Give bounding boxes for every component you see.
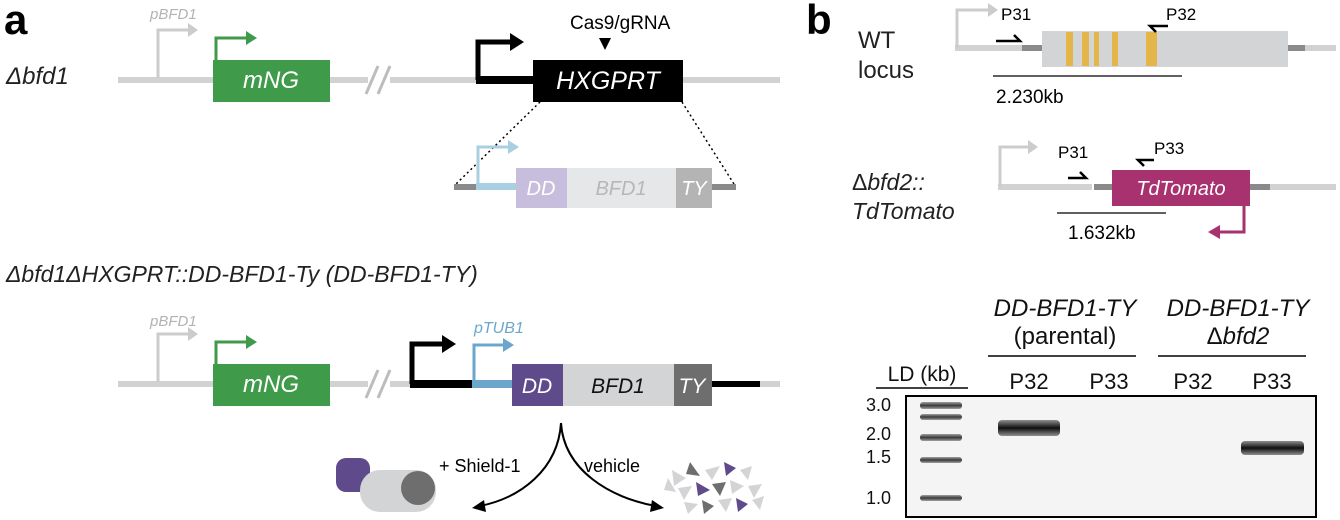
bfd1-label: BFD1: [591, 375, 645, 398]
ladder-mark-3.0: 3.0: [866, 395, 891, 415]
ty-label: TY: [679, 375, 708, 398]
fork-arrow-head-right: [650, 500, 664, 512]
gel-group2-title: DD-BFD1-TY: [1167, 295, 1312, 322]
hxgprt-upstream-segment: [476, 76, 538, 84]
tdtomato-box: [1112, 170, 1250, 206]
pbfd1-label-2: pBFD1: [149, 313, 197, 330]
cas9-cut-marker: [599, 38, 611, 50]
ladder-header: LD (kb): [888, 363, 957, 386]
wt-p32-label: P32: [1166, 5, 1196, 24]
wt-locus: [955, 3, 1336, 67]
cas9-grna-label: Cas9/gRNA: [570, 13, 671, 34]
wt-p31-label: P31: [1001, 5, 1031, 24]
ladder-mark-1.0: 1.0: [866, 488, 891, 508]
lane-label-3: P32: [1173, 369, 1212, 394]
wt-label-line2: locus: [858, 57, 914, 84]
gel-band-parental-p32: [998, 420, 1060, 436]
wt-p31-primer: [996, 34, 1024, 43]
gel-band-mutant-p33: [1241, 441, 1304, 455]
strain-label-dd-bfd1-ty: Δbfd1ΔHXGPRT::DD-BFD1-Ty (DD-BFD1-TY): [5, 261, 478, 287]
mutant-amplicon-size: 1.632kb: [1068, 223, 1136, 244]
mutant-p33-primer: [1134, 158, 1154, 167]
ptub1-label: pTUB1: [473, 320, 524, 337]
mutant-p31-primer: [1068, 171, 1090, 180]
lane-label-1: P32: [1009, 369, 1048, 394]
dd-box: [512, 364, 563, 406]
zoom-line-right: [681, 101, 735, 185]
insert-construct: [454, 140, 736, 208]
wt-label-line1: WT: [858, 27, 896, 54]
gel-group1-title: DD-BFD1-TY: [994, 295, 1139, 322]
wt-amplicon-size: 2.230kb: [996, 87, 1064, 108]
mng-label-2: mNG: [243, 371, 299, 398]
dd-label: DD: [522, 375, 552, 398]
gel-group1-subtitle: (parental): [1014, 323, 1117, 350]
mng-promoter-arrow-1: [214, 31, 257, 60]
panel-b-letter: b: [806, 0, 832, 43]
wt-p32-primer: [1146, 24, 1168, 33]
fork-arrows: [479, 422, 657, 507]
gel-image: [905, 395, 1317, 518]
degraded-protein-fragments-icon: [664, 462, 764, 514]
mng-box-2: [213, 364, 330, 406]
hxgprt-promoter-arrow: [475, 33, 524, 80]
pbfd1-promoter-arrow-2: [156, 327, 198, 382]
strain-label-dbfd1: Δbfd1: [5, 63, 69, 90]
mutant-p31-label: P31: [1058, 143, 1088, 162]
lane-label-4: P33: [1252, 369, 1291, 394]
panel-a-letter: a: [4, 0, 28, 43]
mng-label-1: mNG: [243, 67, 299, 94]
fork-arrow-head-left: [472, 500, 486, 512]
mng-promoter-arrow-2: [214, 335, 257, 364]
hxgprt-box: [533, 60, 683, 102]
mng-box-1: [213, 60, 330, 102]
mutant-p33-label: P33: [1154, 139, 1184, 158]
vehicle-label: vehicle: [584, 456, 640, 476]
ladder-mark-2.0: 2.0: [866, 424, 891, 444]
stabilized-protein-icon: [336, 458, 436, 512]
pbfd1-label-1: pBFD1: [149, 6, 197, 23]
lane-label-2: P33: [1089, 369, 1128, 394]
ladder-lane: [920, 402, 962, 501]
insert-ty-label: TY: [681, 178, 708, 200]
pbfd1-promoter-arrow-1: [156, 23, 198, 78]
mutant-label-line2: TdTomato: [852, 198, 955, 224]
gel-group2-subtitle: Δbfd2: [1207, 323, 1270, 350]
mutant-locus: [998, 140, 1336, 239]
bfd1-box: [563, 364, 674, 406]
hxgprt-promoter-arrow-2: [409, 335, 474, 388]
ptub1-promoter-arrow: [472, 338, 514, 388]
shield-1-label: + Shield-1: [439, 456, 521, 476]
hxgprt-label: HXGPRT: [556, 67, 661, 95]
mutant-label-line1: Δbfd2::: [852, 169, 925, 195]
ty-box: [674, 364, 712, 406]
tdtomato-label: TdTomato: [1136, 178, 1225, 200]
insert-dd-label: DD: [527, 178, 556, 200]
insert-bfd1-label: BFD1: [595, 178, 646, 200]
ladder-mark-1.5: 1.5: [866, 447, 891, 467]
